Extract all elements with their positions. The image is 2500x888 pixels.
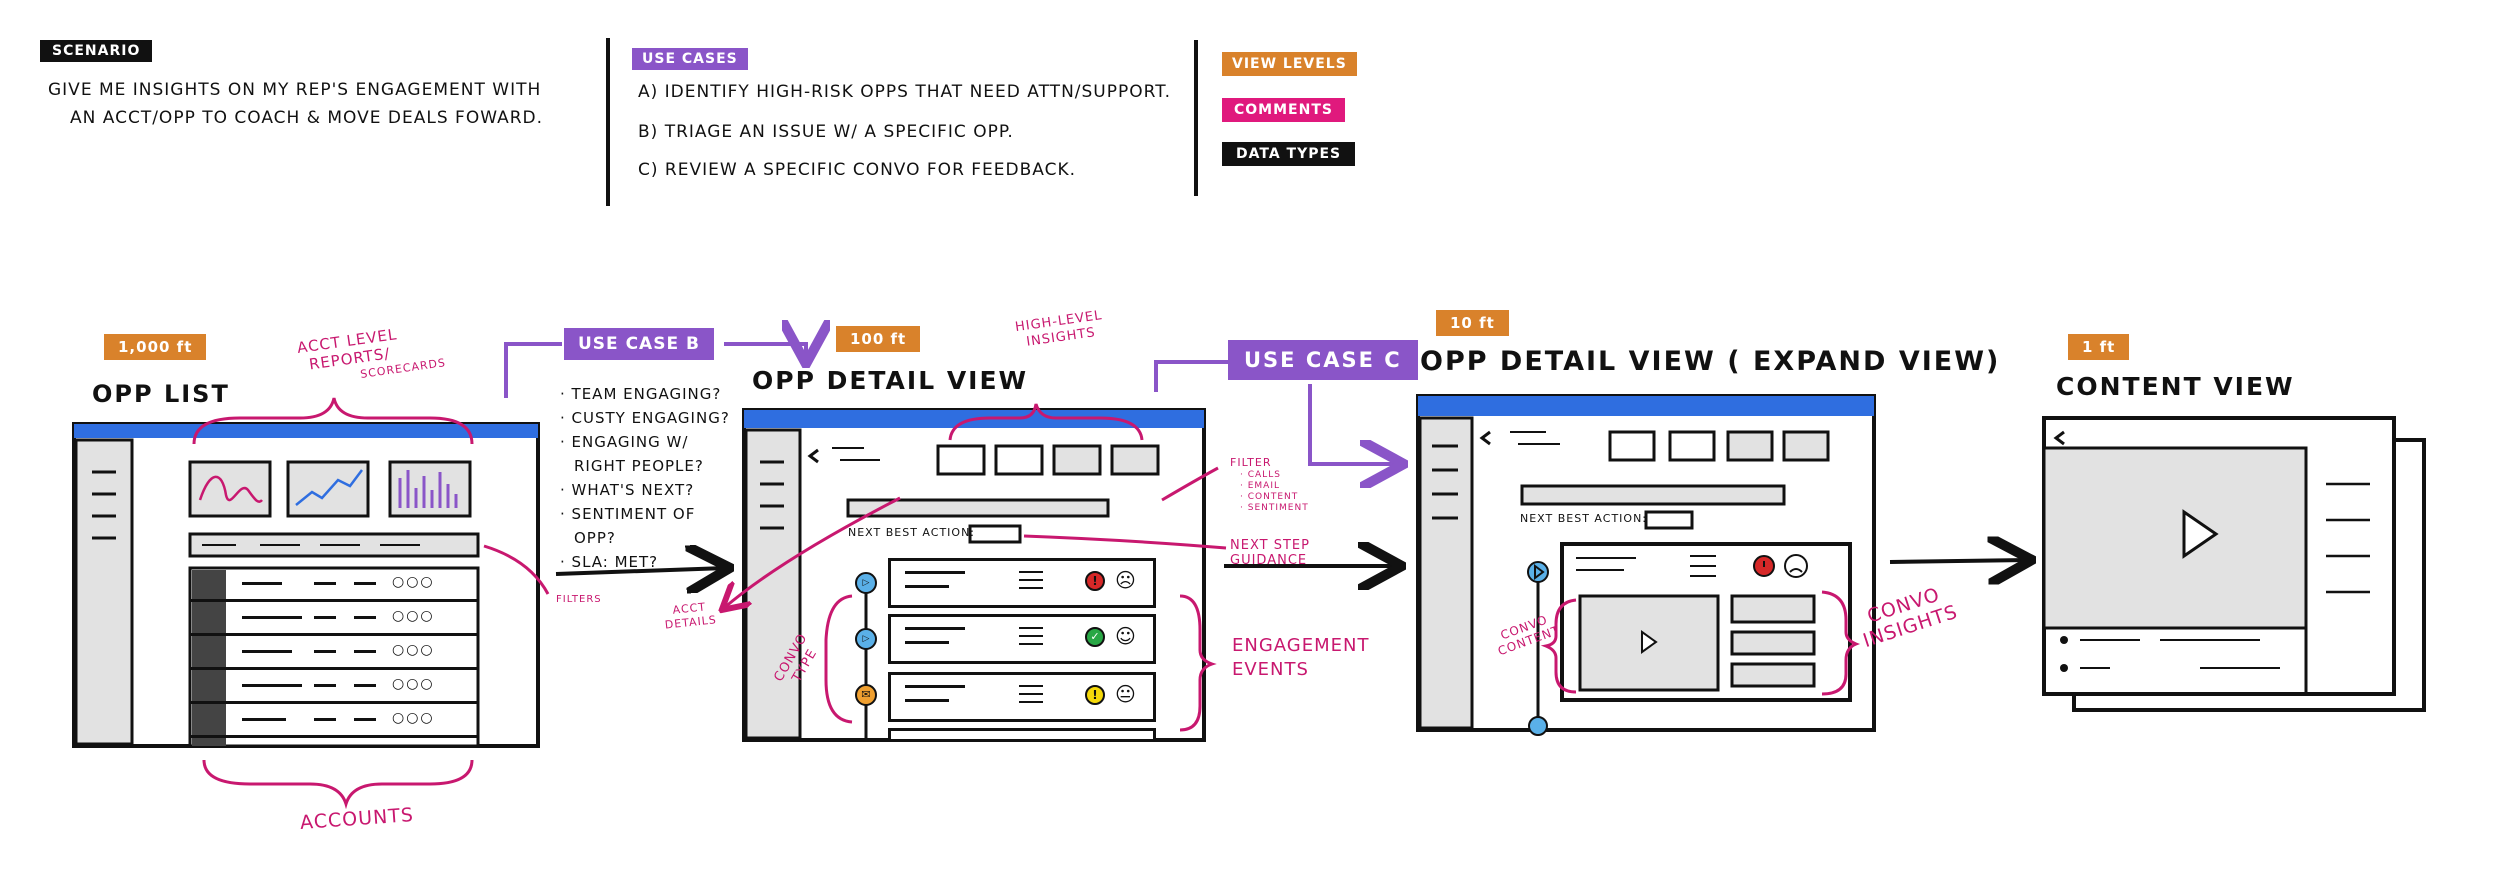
- filter-item: · EMAIL: [1240, 481, 1281, 491]
- view-level-100: 100 ft: [836, 326, 921, 352]
- scenario-tag: SCENARIO: [40, 40, 153, 62]
- opp-list-screen: [72, 422, 540, 748]
- opp-detail-expand-screen: [1416, 394, 1876, 736]
- opp-list-title: OPP LIST: [92, 380, 230, 408]
- engagement-card[interactable]: ! ☹: [888, 558, 1156, 608]
- engagement-card[interactable]: ! 😐︎: [888, 672, 1156, 722]
- question-item: · ENGAGING W/: [560, 433, 689, 451]
- legend-view-levels: VIEW LEVELS: [1222, 52, 1357, 76]
- title-bar: [74, 424, 538, 438]
- flow-arrow: [555, 568, 726, 574]
- sad-face-icon: [1784, 554, 1808, 578]
- warning-icon: !: [1085, 685, 1105, 705]
- question-item: · WHAT'S NEXT?: [560, 481, 695, 499]
- neutral-face-icon: 😐︎: [1115, 682, 1136, 706]
- opp-detail-title: OPP DETAIL VIEW: [752, 366, 1029, 395]
- alert-icon: !: [1085, 571, 1105, 591]
- question-item: RIGHT PEOPLE?: [574, 457, 704, 475]
- back-icon: [1479, 430, 1491, 446]
- table-row[interactable]: ○○○: [190, 636, 478, 670]
- comment-filters: FILTERS: [556, 594, 602, 605]
- menu-icon: [2326, 482, 2370, 594]
- play-icon: [1527, 561, 1549, 583]
- table-row[interactable]: ○○○: [190, 568, 478, 602]
- transcript-lines: [2080, 639, 2280, 669]
- question-item: · SENTIMENT OF: [560, 505, 696, 523]
- menu-icon: [760, 460, 784, 530]
- question-list: · TEAM ENGAGING? · CUSTY ENGAGING? · ENG…: [560, 382, 730, 574]
- comment-filter: FILTER: [1230, 456, 1272, 469]
- content-view-title: CONTENT VIEW: [2056, 372, 2295, 401]
- check-icon: ✓: [1085, 627, 1105, 647]
- next-best-action-label: NEXT BEST ACTION:: [1520, 512, 1647, 525]
- filter-item: · CONTENT: [1240, 492, 1299, 502]
- use-cases-tag: USE CASES: [632, 48, 748, 70]
- question-item: OPP?: [574, 529, 616, 547]
- divider-1: [606, 38, 610, 206]
- comment-brackets: [192, 397, 1861, 810]
- next-best-action-field: [968, 524, 1022, 544]
- menu-icon: [1432, 444, 1458, 520]
- title-bar: [1418, 396, 1874, 416]
- play-icon: [1641, 630, 1658, 654]
- question-item: · CUSTY ENGAGING?: [560, 409, 730, 427]
- filter-item: · CALLS: [1240, 470, 1281, 480]
- use-case-a: A) IDENTIFY HIGH-RISK OPPS THAT NEED ATT…: [638, 82, 1171, 102]
- filter-bar: [846, 498, 1110, 518]
- next-best-action-field: [1644, 510, 1694, 530]
- video-player: [2042, 446, 2308, 630]
- use-case-b-tag: USE CASE B: [564, 328, 714, 360]
- content-view-screen: [2042, 416, 2426, 712]
- use-case-b-text: B) TRIAGE AN ISSUE W/ A SPECIFIC OPP.: [638, 122, 1014, 142]
- question-item: · SLA: MET?: [560, 553, 659, 571]
- filter-item: · SENTIMENT: [1240, 503, 1309, 513]
- sidebar: [74, 438, 134, 746]
- scenario-line-1: GIVE ME INSIGHTS ON MY REP'S ENGAGEMENT …: [48, 80, 542, 100]
- play-icon: ▷: [855, 572, 877, 594]
- flow-arrow: [1889, 560, 2028, 562]
- legend-comments: COMMENTS: [1222, 98, 1345, 122]
- email-icon: ✉: [855, 684, 877, 706]
- legend-data-types: DATA TYPES: [1222, 142, 1356, 166]
- next-best-action-label: NEXT BEST ACTION:: [848, 526, 975, 539]
- filter-bar: [1520, 484, 1786, 506]
- play-icon: [2182, 509, 2219, 559]
- back-icon: [807, 448, 819, 464]
- use-case-c-text: C) REVIEW A SPECIFIC CONVO FOR FEEDBACK.: [638, 160, 1077, 180]
- scenario-line-2: AN ACCT/OPP TO COACH & MOVE DEALS FOWARD…: [70, 108, 544, 128]
- menu-icon: [92, 470, 116, 540]
- back-icon: [2053, 430, 2065, 446]
- sad-face-icon: ☹: [1115, 568, 1136, 592]
- scorecard-3: [388, 460, 472, 518]
- scorecard-2: [286, 460, 370, 518]
- account-rows: [188, 566, 480, 748]
- sidebar: [1418, 416, 1474, 730]
- divider-2: [1194, 40, 1198, 196]
- use-case-c-tag: USE CASE C: [1228, 340, 1418, 380]
- opp-detail-expand-title: OPP DETAIL VIEW ( EXPAND VIEW): [1420, 346, 2001, 377]
- table-row[interactable]: ○○○: [190, 704, 478, 738]
- table-row[interactable]: ○○○: [190, 602, 478, 636]
- insight-boxes: [1608, 430, 1830, 462]
- insight-boxes: [936, 444, 1160, 476]
- view-level-1: 1 ft: [2068, 334, 2130, 360]
- opp-list-rows: ○○○ ○○○ ○○○ ○○○ ○○○: [190, 568, 478, 746]
- engagement-card-partial: [888, 728, 1156, 739]
- happy-face-icon: ☺: [1115, 624, 1136, 648]
- question-item: · TEAM ENGAGING?: [560, 385, 722, 403]
- view-level-1000: 1,000 ft: [104, 334, 207, 360]
- play-icon: ▷: [855, 628, 877, 650]
- table-row[interactable]: ○○○: [190, 670, 478, 704]
- scorecard-1: [188, 460, 272, 518]
- comment-filter-list: · CALLS · EMAIL · CONTENT · SENTIMENT: [1240, 470, 1309, 514]
- engagement-card[interactable]: ✓ ☺: [888, 614, 1156, 664]
- view-level-10: 10 ft: [1436, 310, 1509, 336]
